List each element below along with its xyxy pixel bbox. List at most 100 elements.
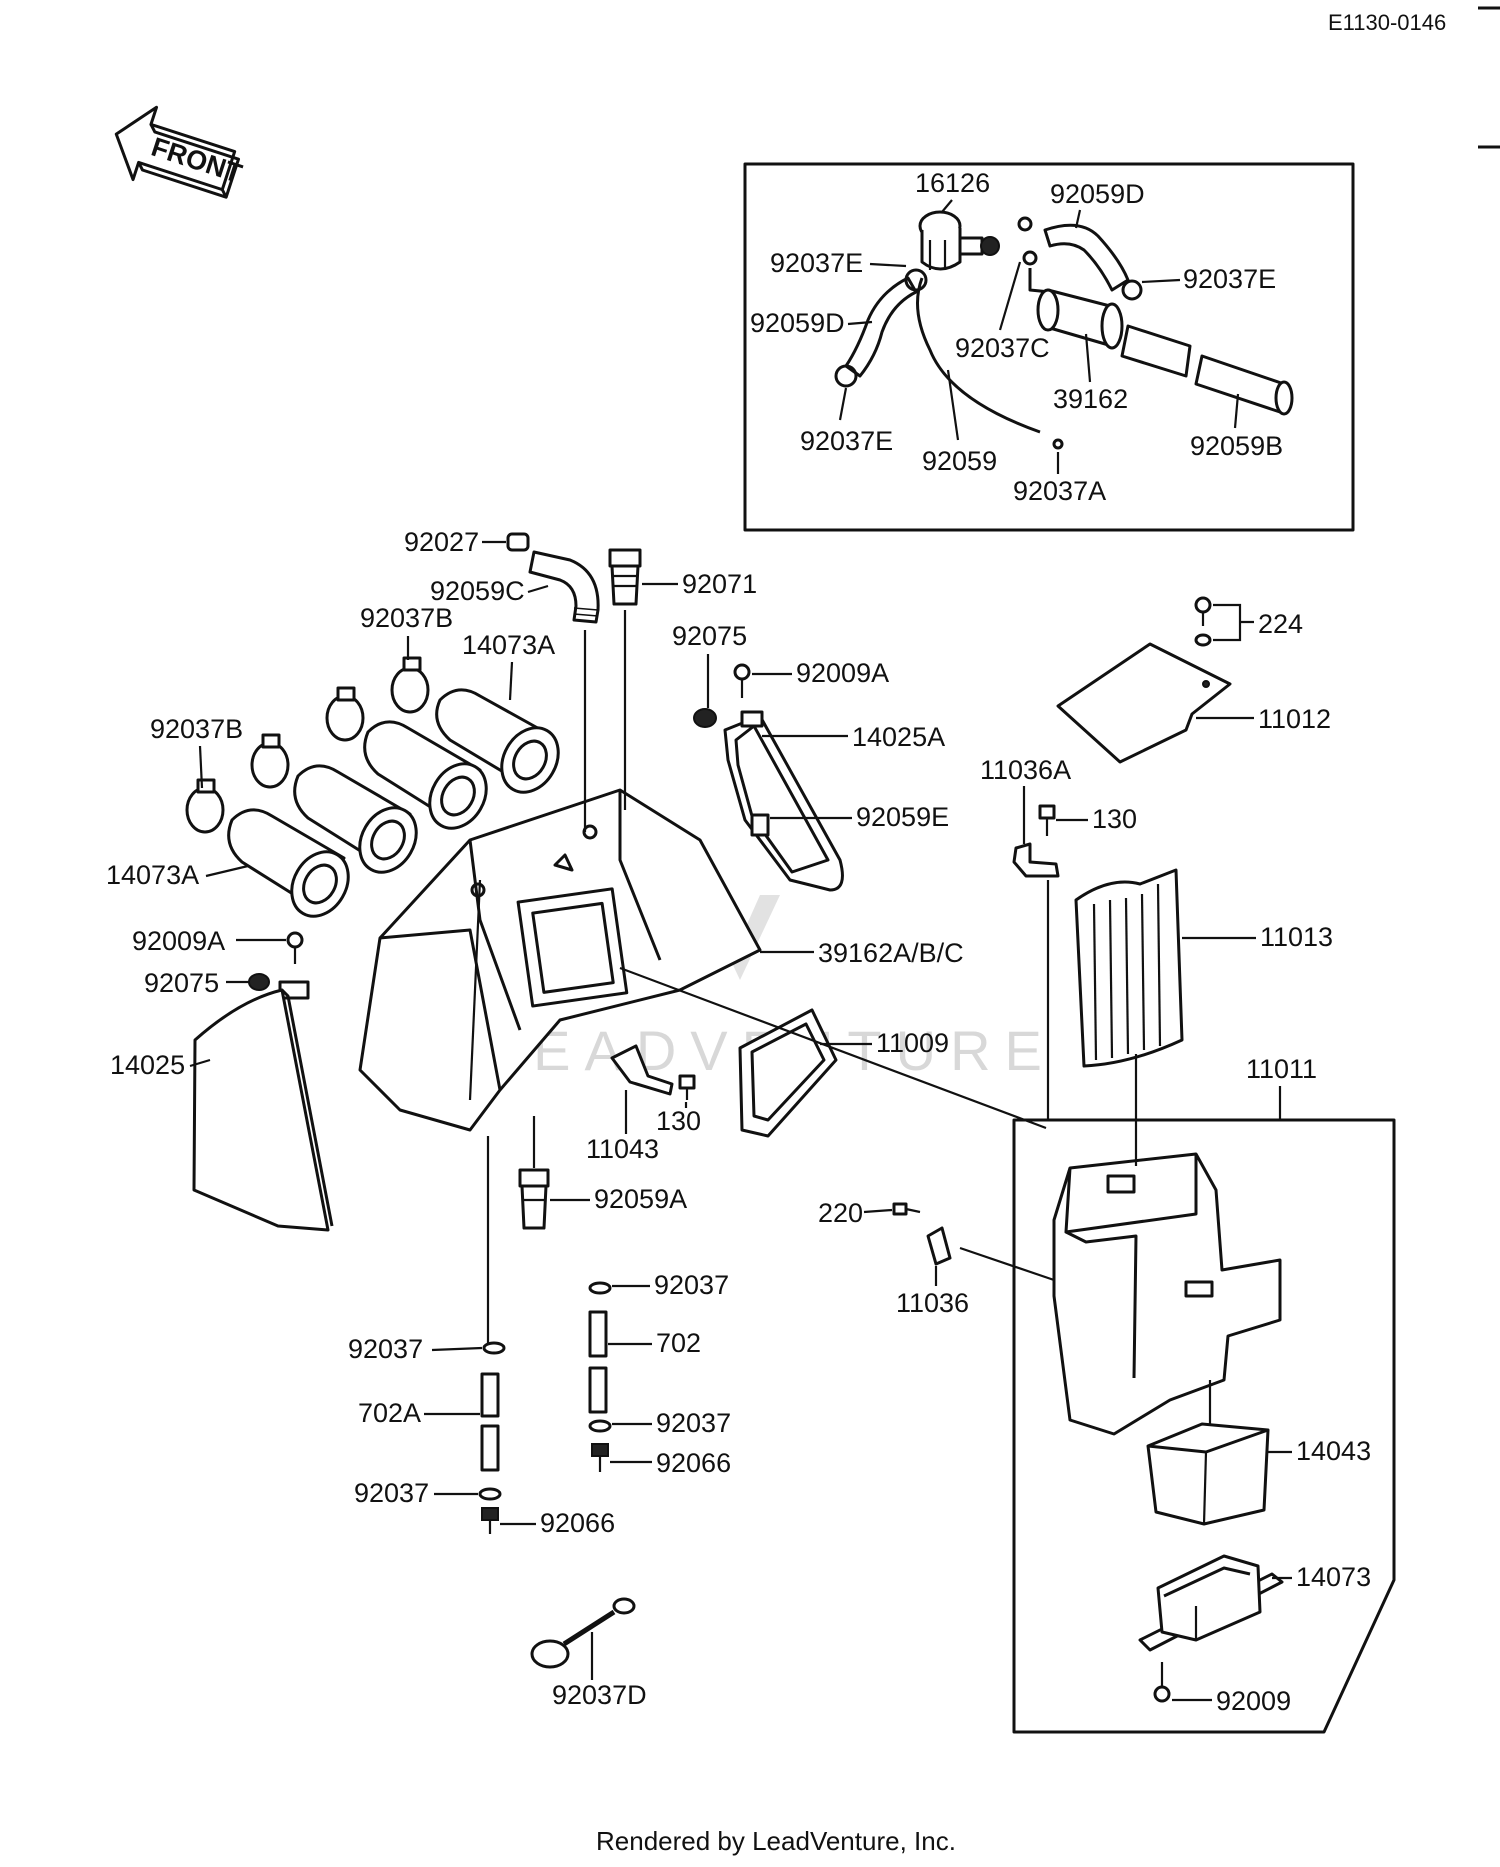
hose-92059B <box>1120 324 1192 378</box>
label-11012: 11012 <box>1258 704 1331 734</box>
label-11011: 11011 <box>1246 1054 1317 1084</box>
label-16126: 16126 <box>915 168 990 198</box>
breather-inset-frame <box>743 162 1355 532</box>
footer-credit: Rendered by LeadVenture, Inc. <box>596 1826 956 1856</box>
label-11013: 11013 <box>1260 922 1333 952</box>
clamp-92037B-4 <box>185 778 225 834</box>
boot-14073A-4 <box>227 808 350 918</box>
label-92037-4: 92037 <box>354 1478 429 1508</box>
clamp-92037E-left <box>904 268 928 292</box>
grommet-92059A <box>518 1168 550 1230</box>
label-224: 224 <box>1258 609 1303 639</box>
label-92059C: 92059C <box>430 576 525 606</box>
hose-92059D-top <box>1043 223 1130 292</box>
clamp-small-2 <box>1022 250 1038 266</box>
label-92037A: 92037A <box>1013 476 1106 506</box>
screw-224 <box>1194 596 1212 647</box>
screw-92009 <box>1153 1662 1171 1703</box>
label-92059D-left: 92059D <box>750 308 845 338</box>
cap-92027 <box>506 532 530 552</box>
label-130-2: 130 <box>656 1106 701 1136</box>
label-39162ABC: 39162A/B/C <box>818 938 964 968</box>
label-92075-2: 92075 <box>144 968 219 998</box>
tether-92037D <box>530 1597 636 1669</box>
bolt-92009A-upper <box>733 663 751 698</box>
boot-14073A-1 <box>435 688 560 794</box>
label-92037D: 92037D <box>552 1680 647 1710</box>
label-92037-2: 92037 <box>348 1334 423 1364</box>
label-92066-2: 92066 <box>540 1508 615 1538</box>
clamp-small-1 <box>1017 216 1033 232</box>
label-11036A: 11036A <box>980 755 1071 785</box>
label-14025A: 14025A <box>852 722 945 752</box>
element-11013 <box>1074 868 1184 1068</box>
label-92066-1: 92066 <box>656 1448 731 1478</box>
label-92059A: 92059A <box>594 1184 687 1214</box>
clamp-92037E-bottom <box>834 364 858 388</box>
tube-92059 <box>916 277 1041 434</box>
label-92009A-1: 92009A <box>796 658 889 688</box>
label-92009: 92009 <box>1216 1686 1291 1716</box>
label-14073A-2: 14073A <box>106 860 199 890</box>
clamp-92037-lower-left-a <box>482 1341 506 1355</box>
grommet-92075-upper <box>693 708 717 728</box>
label-702A: 702A <box>358 1398 421 1428</box>
box-11011 <box>1052 1152 1282 1436</box>
label-92075-1: 92075 <box>672 621 747 651</box>
label-92037-3: 92037 <box>656 1408 731 1438</box>
clamp-92037B-1 <box>390 656 430 714</box>
grommet-92059E <box>750 813 770 837</box>
duct-14073 <box>1138 1554 1284 1652</box>
label-39162: 39162 <box>1053 384 1128 414</box>
bracket-11036A <box>1012 842 1060 878</box>
bolt-220 <box>892 1202 921 1216</box>
clamp-92037-lower-left-b <box>478 1487 502 1501</box>
bolt-92009A-lower <box>286 931 304 964</box>
hose-92059D-left <box>844 276 918 378</box>
label-11036: 11036 <box>896 1288 969 1318</box>
cover-14025 <box>192 988 334 1232</box>
airbox-39162ABC <box>358 788 762 1132</box>
clamp-92037-mid-b <box>588 1419 612 1433</box>
label-220: 220 <box>818 1198 863 1228</box>
label-14043: 14043 <box>1296 1436 1371 1466</box>
label-14073: 14073 <box>1296 1562 1371 1592</box>
filter-39162 <box>1036 288 1124 350</box>
label-92037B-2: 92037B <box>150 714 243 744</box>
label-92059: 92059 <box>922 446 997 476</box>
valve-16126 <box>918 210 1000 271</box>
plate-11036 <box>926 1226 952 1266</box>
gasket-11009 <box>738 1008 838 1138</box>
bolt-130-lower <box>678 1074 696 1100</box>
label-11009: 11009 <box>876 1028 949 1058</box>
label-92009A-2: 92009A <box>132 926 225 956</box>
label-92037E-1: 92037E <box>770 248 863 278</box>
label-92037E-3: 92037E <box>800 426 893 456</box>
label-14025: 14025 <box>110 1050 185 1080</box>
label-92037E-2: 92037E <box>1183 264 1276 294</box>
tube-702 <box>588 1310 608 1414</box>
clamp-92037B-3 <box>250 733 290 789</box>
frame-11011 <box>1012 1118 1396 1734</box>
label-11043: 11043 <box>586 1134 659 1164</box>
label-92037C: 92037C <box>955 333 1050 363</box>
boot-14073A-2 <box>363 720 488 830</box>
diagram-code: E1130-0146 <box>1328 10 1446 35</box>
cover-14043 <box>1146 1422 1270 1526</box>
plug-92066-mid <box>591 1443 609 1472</box>
label-14073A-1: 14073A <box>462 630 555 660</box>
label-92059B: 92059B <box>1190 431 1283 461</box>
label-92059E: 92059E <box>856 802 949 832</box>
label-92037B-1: 92037B <box>360 603 453 633</box>
front-arrow-icon: FRONT <box>114 105 246 199</box>
clamp-92037-mid-a <box>588 1281 612 1295</box>
label-92059D-top: 92059D <box>1050 179 1145 209</box>
clamp-92037E-top <box>1121 279 1143 301</box>
boot-14073A-3 <box>293 764 418 874</box>
plate-11012 <box>1056 642 1232 764</box>
label-92027: 92027 <box>404 527 479 557</box>
fitting-92071 <box>608 548 642 606</box>
bracket-11043 <box>610 1044 674 1096</box>
cover-14025A <box>723 710 844 892</box>
